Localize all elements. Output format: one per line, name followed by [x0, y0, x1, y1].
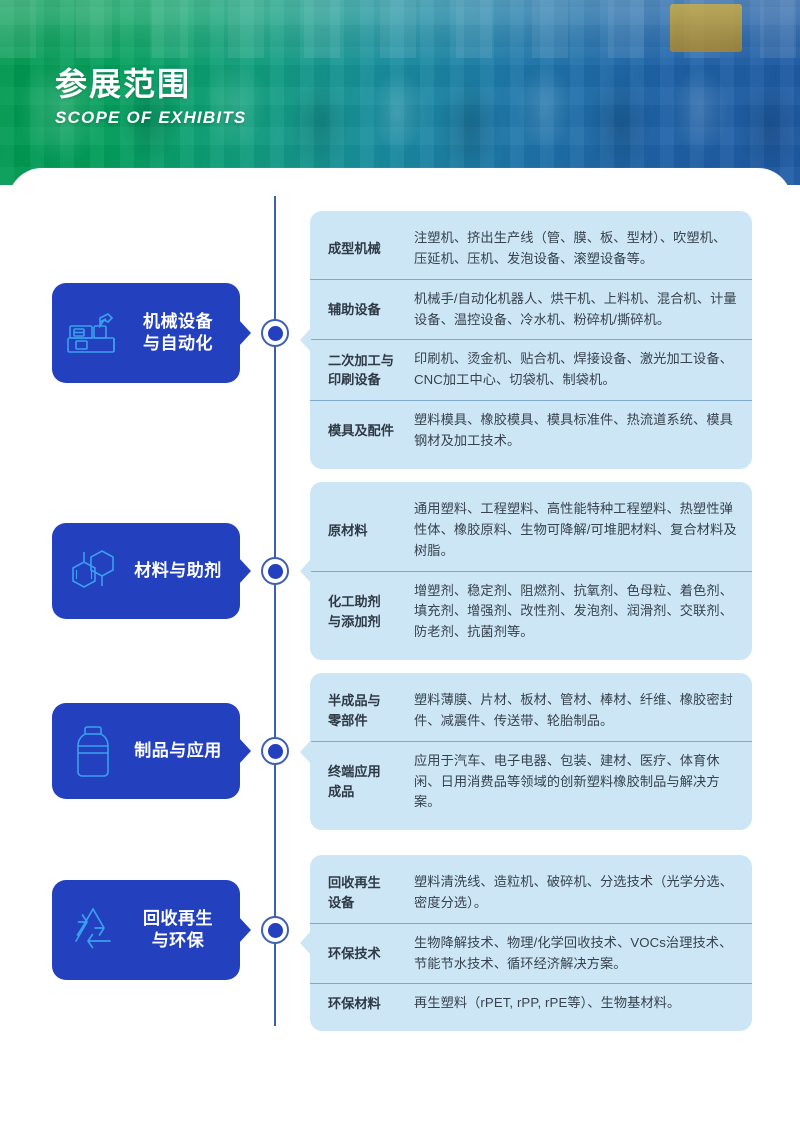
row-term: 半成品与 零部件 [328, 691, 414, 730]
timeline-dot-inner [267, 563, 283, 579]
table-row: 辅助设备 机械手/自动化机器人、烘干机、上料机、混合机、计量设备、温控设备、冷水… [310, 278, 752, 340]
category-label-materials: 材料与助剂 [134, 560, 222, 580]
timeline-axis [274, 196, 276, 1026]
category-badge-machinery[interactable]: 机械设备 与自动化 [52, 283, 240, 383]
row-description: 应用于汽车、电子电器、包装、建材、医疗、体育休闲、日用消费品等领域的创新塑料橡胶… [414, 752, 720, 810]
row-description: 印刷机、烫金机、贴合机、焊接设备、激光加工设备、CNC加工中心、切袋机、制袋机。 [414, 351, 733, 388]
table-row: 二次加工与 印刷设备 印刷机、烫金机、贴合机、焊接设备、激光加工设备、CNC加工… [310, 339, 752, 400]
row-term-line2: 设备 [328, 894, 355, 910]
page-title: 参展范围 [55, 66, 192, 102]
category-panel-materials: 原材料 通用塑料、工程塑料、高性能特种工程塑料、热塑性弹性体、橡胶原料、生物可降… [310, 482, 752, 661]
row-term-line1: 二次加工与 [328, 352, 394, 368]
plastic-bottle-icon [60, 722, 126, 780]
table-row: 终端应用 成品 应用于汽车、电子电器、包装、建材、医疗、体育休闲、日用消费品等领… [310, 740, 752, 823]
table-row: 半成品与 零部件 塑料薄膜、片材、板材、管材、棒材、纤维、橡胶密封件、减震件、传… [310, 681, 752, 741]
row-term: 环保材料 [328, 996, 381, 1012]
timeline-dot-recycling [261, 916, 289, 944]
category-label-line1: 回收再生 [143, 908, 213, 928]
timeline-dot-machinery [261, 319, 289, 347]
category-panel-recycling: 回收再生 设备 塑料清洗线、造粒机、破碎机、分选技术（光学分选、密度分选）。 环… [310, 855, 752, 1032]
row-term: 辅助设备 [328, 301, 381, 317]
row-description: 生物降解技术、物理/化学回收技术、VOCs治理技术、节能节水技术、循环经济解决方… [414, 934, 733, 971]
table-row: 模具及配件 塑料模具、橡胶模具、模具标准件、热流道系统、模具钢材及加工技术。 [310, 400, 752, 461]
row-description: 机械手/自动化机器人、烘干机、上料机、混合机、计量设备、温控设备、冷水机、粉碎机… [414, 290, 737, 327]
category-badge-recycling[interactable]: 回收再生 与环保 [52, 880, 240, 980]
category-badge-products[interactable]: 制品与应用 [52, 703, 240, 799]
category-panel-machinery: 成型机械 注塑机、挤出生产线（管、膜、板、型材）、吹塑机、压延机、压机、发泡设备… [310, 211, 752, 469]
row-description: 塑料模具、橡胶模具、模具标准件、热流道系统、模具钢材及加工技术。 [414, 412, 733, 449]
injection-molding-machine-icon [60, 308, 126, 358]
table-row: 环保技术 生物降解技术、物理/化学回收技术、VOCs治理技术、节能节水技术、循环… [310, 922, 752, 984]
recycling-symbol-icon [60, 903, 126, 957]
row-term-line2: 零部件 [328, 712, 368, 728]
row-term: 原材料 [328, 522, 368, 538]
row-term-line2: 成品 [328, 784, 355, 799]
row-description: 通用塑料、工程塑料、高性能特种工程塑料、热塑性弹性体、橡胶原料、生物可降解/可堆… [414, 501, 737, 558]
timeline-dot-products [261, 737, 289, 765]
header-title-block: 参展范围 SCOPE OF EXHIBITS [55, 66, 246, 128]
row-term-line1: 化工助剂 [328, 594, 381, 610]
table-row: 环保材料 再生塑料（rPET, rPP, rPE等）、生物基材料。 [310, 983, 752, 1023]
molecule-hexagon-icon [60, 544, 126, 598]
row-description: 注塑机、挤出生产线（管、膜、板、型材）、吹塑机、压延机、压机、发泡设备、滚塑设备… [414, 230, 727, 266]
row-term: 成型机械 [328, 241, 381, 257]
timeline-dot-materials [261, 557, 289, 585]
row-description: 塑料薄膜、片材、板材、管材、棒材、纤维、橡胶密封件、减震件、传送带、轮胎制品。 [414, 692, 733, 728]
header-background-photo [0, 0, 800, 185]
header-booth-backdrop [0, 0, 800, 58]
timeline-dot-inner [267, 325, 283, 341]
table-row: 回收再生 设备 塑料清洗线、造粒机、破碎机、分选技术（光学分选、密度分选）。 [310, 863, 752, 923]
table-row: 成型机械 注塑机、挤出生产线（管、膜、板、型材）、吹塑机、压延机、压机、发泡设备… [310, 219, 752, 279]
table-row: 原材料 通用塑料、工程塑料、高性能特种工程塑料、热塑性弹性体、橡胶原料、生物可降… [310, 490, 752, 571]
row-description: 增塑剂、稳定剂、阻燃剂、抗氧剂、色母粒、着色剂、填充剂、增强剂、改性剂、发泡剂、… [414, 582, 733, 640]
row-term: 化工助剂 与添加剂 [328, 592, 414, 631]
category-label-products: 制品与应用 [134, 740, 222, 760]
timeline-dot-inner [267, 743, 283, 759]
row-term-line1: 半成品与 [328, 693, 381, 709]
row-term: 二次加工与 印刷设备 [328, 351, 414, 390]
category-label-recycling: 回收再生 与环保 [126, 908, 230, 953]
category-label-line1: 机械设备 [143, 311, 213, 331]
row-term-line2: 印刷设备 [328, 372, 381, 388]
category-label-line2: 与环保 [151, 931, 205, 950]
category-label-line2: 与自动化 [143, 334, 213, 353]
category-badge-materials[interactable]: 材料与助剂 [52, 523, 240, 619]
row-term-line1: 回收再生 [328, 875, 381, 891]
row-term: 终端应用 成品 [328, 762, 414, 801]
table-row: 化工助剂 与添加剂 增塑剂、稳定剂、阻燃剂、抗氧剂、色母粒、着色剂、填充剂、增强… [310, 570, 752, 653]
row-term-line2: 与添加剂 [328, 613, 381, 629]
header-banner-sign [670, 4, 742, 52]
page-header: 参展范围 SCOPE OF EXHIBITS [0, 0, 800, 185]
row-description: 塑料清洗线、造粒机、破碎机、分选技术（光学分选、密度分选）。 [414, 874, 733, 910]
timeline-dot-inner [267, 922, 283, 938]
page-subtitle: SCOPE OF EXHIBITS [55, 107, 247, 127]
row-description: 再生塑料（rPET, rPP, rPE等）、生物基材料。 [414, 995, 681, 1011]
category-panel-products: 半成品与 零部件 塑料薄膜、片材、板材、管材、棒材、纤维、橡胶密封件、减震件、传… [310, 673, 752, 831]
category-label-machinery: 机械设备 与自动化 [126, 311, 230, 356]
row-term: 回收再生 设备 [328, 873, 414, 912]
row-term: 模具及配件 [328, 423, 394, 439]
row-term-line1: 终端应用 [328, 764, 381, 780]
row-term: 环保技术 [328, 945, 381, 961]
